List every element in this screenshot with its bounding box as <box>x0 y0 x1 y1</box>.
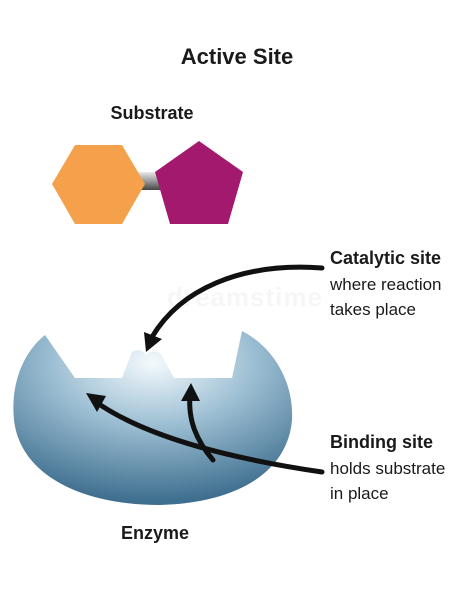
catalytic-site-heading: Catalytic site <box>330 248 442 268</box>
binding-arrowhead-left <box>86 393 106 412</box>
catalytic-site-line2: takes place <box>330 300 416 319</box>
substrate-label: Substrate <box>110 103 194 123</box>
binding-arrow-right <box>187 392 216 463</box>
diagram-title: Active Site <box>180 44 294 69</box>
catalytic-arrowhead <box>144 332 162 352</box>
enzyme-label: Enzyme <box>120 523 190 543</box>
binding-site-heading: Binding site <box>330 432 433 452</box>
substrate-hexagon <box>52 145 145 224</box>
watermark: dreamstime <box>145 282 345 313</box>
substrate-pentagon <box>155 141 243 224</box>
binding-arrowhead-right <box>181 383 200 401</box>
binding-arrow-left <box>93 399 325 475</box>
enzyme-body <box>13 331 293 505</box>
catalytic-site-line1: where reaction <box>330 275 442 294</box>
binding-site-line2: in place <box>330 484 389 503</box>
catalytic-arrow <box>149 264 325 340</box>
binding-site-line1: holds substrate <box>330 459 446 478</box>
